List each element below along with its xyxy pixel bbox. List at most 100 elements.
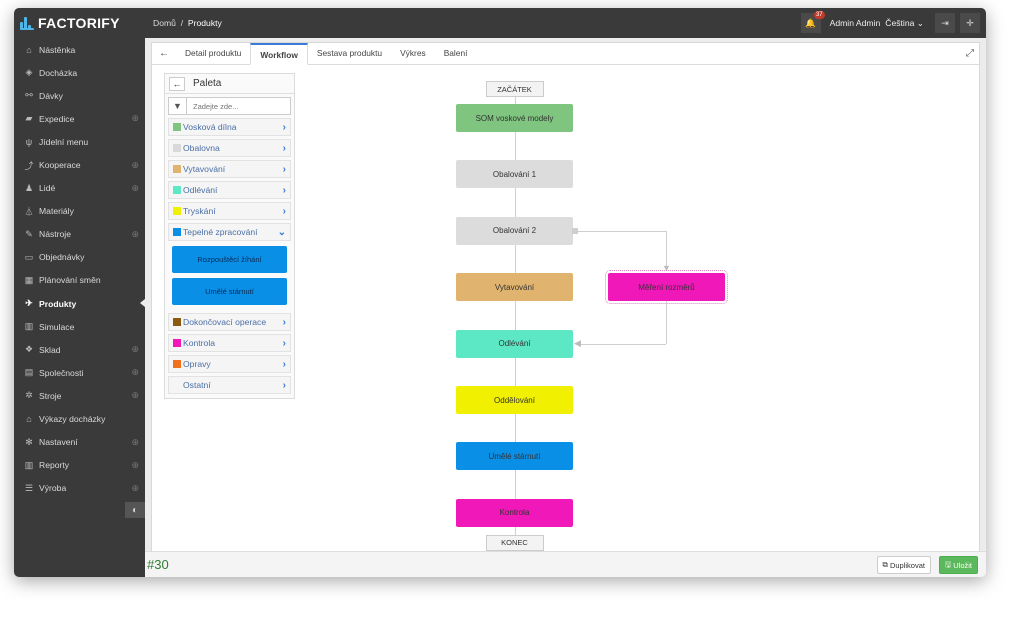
expand-plus-icon[interactable]: ⊕ (131, 459, 139, 470)
sidebar-item[interactable]: ✻Nastavení⊕ (14, 431, 145, 454)
expand-plus-icon[interactable]: ⊕ (131, 482, 139, 493)
sidebar-item[interactable]: ⏃Materiály (14, 200, 145, 223)
save-button[interactable]: 🖫 Uložit (938, 556, 978, 574)
tab[interactable]: Balení (443, 48, 468, 58)
sidebar-item[interactable]: ✎Nástroje⊕ (14, 223, 145, 246)
user-menu[interactable]: Admin Admin (829, 18, 881, 28)
collapse-sidebar-button[interactable]: ◐ (125, 502, 145, 518)
tab[interactable]: Sestava produktu (316, 48, 383, 58)
palette-category[interactable]: Tryskání› (168, 202, 291, 220)
logout-button[interactable]: ⇥ (935, 13, 955, 33)
expand-plus-icon[interactable]: ⊕ (131, 159, 139, 170)
palette-category[interactable]: Kontrola› (168, 334, 291, 352)
chevron-right-icon: › (282, 358, 286, 370)
sidebar-item-label: Nástroje (39, 229, 71, 240)
sidebar-item[interactable]: ▰Expedice⊕ (14, 107, 145, 130)
chevron-right-icon: › (282, 184, 286, 196)
palette-category[interactable]: Dokončovací operace› (168, 313, 291, 331)
palette-back-button[interactable]: ← (169, 76, 185, 91)
expand-icon[interactable]: ⤢ (966, 48, 974, 59)
connector-handle[interactable] (572, 227, 578, 234)
sidebar-item-label: Produkty (39, 298, 77, 309)
chart-icon: ▥ (24, 321, 34, 332)
cart-icon: ▭ (24, 251, 34, 262)
expand-plus-icon[interactable]: ⊕ (131, 344, 139, 355)
palette-search-input[interactable] (187, 98, 290, 114)
sidebar-item[interactable]: ▭ Objednávky (14, 246, 145, 269)
language-label: Čeština (885, 17, 915, 28)
logo-icon (20, 16, 34, 30)
expand-plus-icon[interactable]: ⊕ (131, 390, 139, 401)
sidebar-item[interactable]: ◈Docházka (14, 61, 145, 84)
palette-operation[interactable]: Rozpouštěcí žíhání (172, 246, 287, 273)
workflow-step[interactable]: Oddělování (456, 386, 573, 414)
fullscreen-button[interactable]: ✛ (960, 13, 980, 33)
palette-category-label: Ostatní (183, 380, 211, 390)
palette-category[interactable]: Opravy› (168, 355, 291, 373)
workflow-end: KONEC (485, 534, 544, 551)
content-panel: ← Detail produktu Workflow Sestava produkt… (151, 42, 980, 552)
arrow-left-icon: ← (159, 47, 169, 59)
color-swatch (173, 144, 181, 152)
expand-plus-icon[interactable]: ⊕ (131, 436, 139, 447)
sidebar-item[interactable]: ⌂Výkazy docházky (14, 408, 145, 431)
sidebar-item-label: Objednávky (39, 252, 85, 263)
sidebar-item[interactable]: ⤴Kooperace⊕ (14, 153, 145, 176)
palette-category[interactable]: Tepelné zpracování⌄ (168, 223, 291, 241)
workflow-step[interactable]: Obalování 1 (456, 160, 573, 189)
link-icon: ⚯ (25, 90, 33, 101)
tab[interactable]: Detail produktu (185, 48, 242, 58)
palette-category[interactable]: Obalovna› (168, 139, 291, 157)
sidebar-item[interactable]: ❖Sklad⊕ (14, 338, 145, 361)
expand-plus-icon[interactable]: ⊕ (131, 182, 139, 193)
arrow-down-icon: ▼ (662, 263, 671, 274)
notifications-button[interactable]: 🔔 37 (800, 11, 825, 33)
sidebar-item[interactable]: ♟Lidé⊕ (14, 177, 145, 200)
chevron-down-icon: ⌄ (277, 226, 286, 238)
flask-icon: ⏃ (24, 206, 34, 217)
tab[interactable]: Výkres (400, 48, 426, 58)
duplicate-button[interactable]: ⧉ Duplikovat (876, 556, 931, 574)
back-button[interactable]: ← (152, 42, 176, 64)
sidebar-item[interactable]: ⚯ Dávky (14, 84, 145, 107)
color-swatch (173, 360, 181, 368)
sidebar-item[interactable]: ⌂Nástěnka (14, 38, 145, 61)
workflow-branch-step[interactable]: Měření rozměrů (605, 270, 728, 305)
palette-category[interactable]: Odlévání› (168, 181, 291, 199)
palette-category-label: Vytavování (183, 164, 226, 174)
palette-operation[interactable]: Umělé stárnutí (172, 278, 287, 305)
workflow-step[interactable]: Umělé stárnutí (456, 442, 573, 471)
chevron-right-icon: › (282, 142, 286, 154)
language-select[interactable]: Čeština ⌄ (885, 18, 924, 29)
workflow-step[interactable]: Obalování 2 (456, 216, 573, 245)
palette-category[interactable]: Vytavování› (168, 160, 291, 178)
breadcrumb-home[interactable]: Domů (153, 18, 176, 28)
palette-title: Paleta (193, 78, 222, 89)
palette-category[interactable]: Vosková dílna› (168, 118, 291, 136)
workflow-step[interactable]: SOM voskové modely (456, 104, 573, 132)
arrow-left-icon: ◀ (574, 337, 581, 348)
save-label: Uložit (953, 560, 972, 570)
sidebar-item[interactable]: ▦Plánování směn (14, 269, 145, 292)
sidebar-item[interactable]: ✈Produkty (14, 292, 145, 315)
expand-plus-icon[interactable]: ⊕ (131, 367, 139, 378)
sidebar-item[interactable]: ▥Reporty⊕ (14, 454, 145, 477)
expand-plus-icon[interactable]: ⊕ (131, 228, 139, 239)
sidebar-item-label: Dávky (39, 90, 63, 101)
workflow-step[interactable]: Kontrola (456, 498, 573, 527)
chevron-right-icon: › (282, 121, 286, 133)
sidebar-item[interactable]: ☰Výroba⊕ (14, 477, 145, 500)
sidebar-item[interactable]: ▤Společnosti⊕ (14, 361, 145, 384)
palette-category[interactable]: Ostatní› (168, 376, 291, 394)
bank-icon: ⌂ (26, 414, 32, 425)
workflow-step[interactable]: Odlévání (456, 329, 573, 358)
expand-plus-icon[interactable]: ⊕ (131, 113, 139, 124)
sidebar-item[interactable]: ✲Stroje⊕ (14, 384, 145, 407)
user-icon: ♟ (24, 182, 34, 193)
tab[interactable]: Workflow (250, 43, 308, 65)
logo[interactable]: FACTORIFY (14, 8, 145, 38)
sidebar-item[interactable]: ▥Simulace (14, 315, 145, 338)
workflow-step[interactable]: Vytavování (456, 273, 573, 302)
